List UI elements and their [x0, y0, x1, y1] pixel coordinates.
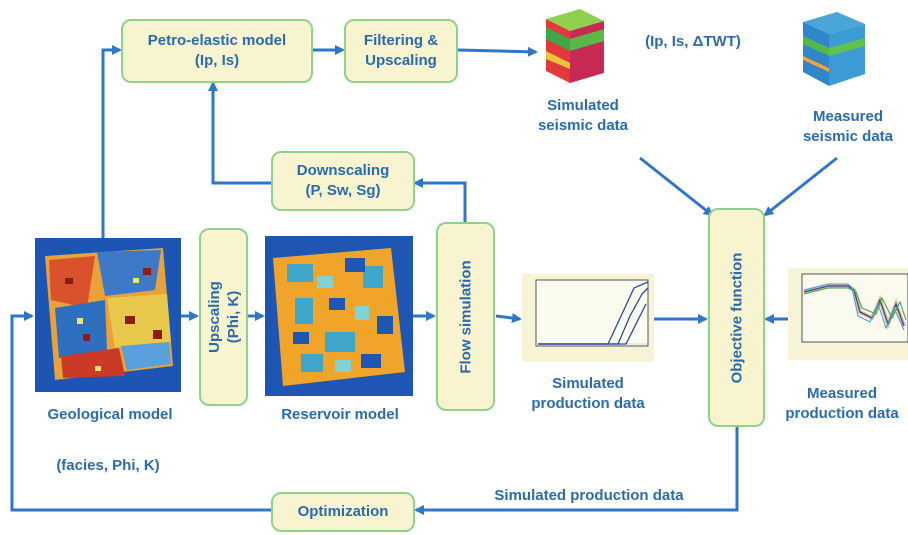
simulated-seismic-image — [540, 5, 610, 87]
petro-elastic-line2: (Ip, Is) — [194, 52, 240, 69]
arrow-simseismic-to-objective — [639, 156, 714, 217]
petro-elastic-line1: Petro-elastic model — [147, 32, 287, 49]
geological-model-graphic — [35, 238, 181, 392]
simulated-seismic-line2: seismic data — [537, 117, 629, 134]
petro-elastic-model-box: Petro-elastic model (Ip, Is) — [121, 19, 313, 83]
arrow-filter-to-simseismic — [457, 46, 538, 57]
arrow-measseismic-to-objective — [763, 156, 838, 217]
measured-seismic-line1: Measured — [812, 108, 884, 125]
measured-production-line1: Measured — [806, 385, 878, 402]
arrow-flow-to-downscaling — [413, 178, 467, 222]
geological-model-image — [35, 238, 181, 392]
upscaling-line1: Upscaling — [205, 281, 223, 353]
simulated-production-graphic — [535, 279, 649, 347]
feedback-label: Simulated production data — [494, 487, 684, 504]
downscaling-line1: Downscaling — [296, 162, 390, 179]
seismic-attributes-label: (Ip, Is, ΔTWT) — [645, 33, 741, 50]
upscaling-line2: (Phi, K) — [224, 290, 242, 344]
filtering-upscaling-box: Filtering & Upscaling — [344, 19, 458, 83]
simulated-production-line1: Simulated — [552, 375, 624, 392]
geological-params-label: (facies, Phi, K) — [56, 457, 160, 474]
reservoir-model-graphic — [265, 236, 413, 396]
measured-production-graphic — [801, 273, 908, 343]
optimization-box: Optimization — [271, 492, 415, 532]
measured-seismic-image — [797, 6, 871, 88]
simulated-seismic-line1: Simulated — [547, 97, 619, 114]
measured-production-plot — [788, 268, 908, 360]
measured-production-line2: production data — [785, 405, 899, 422]
arrow-objective-to-optimization — [414, 427, 739, 515]
simulated-production-line2: production data — [531, 395, 645, 412]
simulated-production-label: Simulated production data — [518, 374, 658, 414]
upscaling-box: Upscaling (Phi, K) — [199, 228, 248, 406]
measured-seismic-line2: seismic data — [802, 128, 894, 145]
objective-function-label: Objective function — [728, 252, 745, 383]
reservoir-model-label: Reservoir model — [281, 406, 399, 423]
filtering-line2: Upscaling — [365, 52, 437, 69]
measured-seismic-label: Measured seismic data — [792, 107, 904, 147]
upscaling-text: Upscaling (Phi, K) — [205, 281, 243, 353]
downscaling-box: Downscaling (P, Sw, Sg) — [271, 151, 415, 211]
measured-seismic-graphic — [803, 12, 865, 86]
arrow-optimization-to-geo — [10, 311, 271, 512]
simulated-seismic-label: Simulated seismic data — [528, 96, 638, 136]
simulated-seismic-graphic — [546, 9, 604, 83]
arrow-downscaling-to-petro — [208, 81, 271, 185]
flow-simulation-box: Flow simulation — [436, 222, 495, 411]
optimization-label: Optimization — [297, 503, 389, 520]
simulated-production-plot — [522, 274, 654, 362]
measured-production-label: Measured production data — [776, 384, 908, 424]
arrow-flow-to-simprod — [495, 313, 522, 323]
reservoir-model-image — [265, 236, 413, 396]
filtering-line1: Filtering & — [363, 32, 439, 49]
arrow-geo-to-petro — [101, 45, 122, 238]
objective-function-box: Objective function — [708, 208, 765, 427]
flow-simulation-label: Flow simulation — [457, 259, 474, 374]
downscaling-line2: (P, Sw, Sg) — [305, 182, 381, 199]
geological-model-label: Geological model — [47, 406, 173, 423]
